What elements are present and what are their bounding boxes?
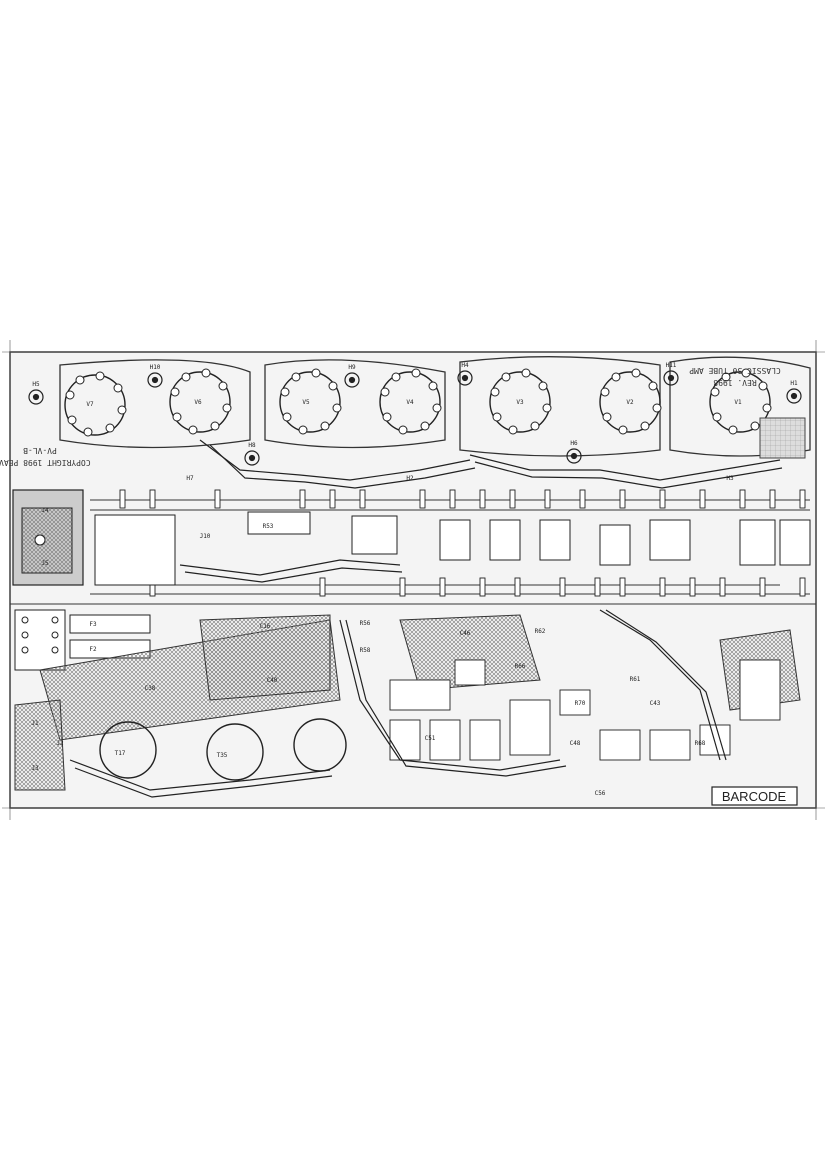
designator-c46: C46 [460,630,471,637]
designator-v3: V3 [516,399,524,406]
designator-v4: V4 [406,399,414,406]
component-row-middle [149,577,806,597]
designator-j5: J5 [41,560,49,567]
designator-h3: H3 [726,475,734,482]
designator-r53: R53 [263,523,274,530]
designator-r58: R58 [360,647,371,654]
designator-r66: R66 [515,663,526,670]
designator-h4: H4 [461,362,469,369]
connector-j4 [12,489,84,586]
designator-r62: R62 [535,628,546,635]
designator-f2: F2 [89,646,97,653]
tube-pins [65,368,772,437]
designator-h9: H9 [348,364,356,371]
ic-blocks [94,511,811,586]
designator-c16: C16 [260,623,271,630]
designator-v7: V7 [86,401,94,408]
designator-c40: C40 [267,677,278,684]
designator-h10: H10 [150,364,161,371]
barcode-label: BARCODE [722,789,787,804]
barcode-box [711,786,798,806]
board-id-text: CLASSIC 30 TUBE AMP [689,366,781,375]
mounting-holes [28,370,802,466]
tube-sockets [64,371,771,436]
part-number-text: PV-VL-B [23,446,57,455]
component-cluster-lower [389,659,781,761]
ground-mesh-pad [759,417,806,459]
designator-j4: J4 [41,507,49,514]
designator-h1: H1 [790,380,798,387]
tube-socket-region [59,356,811,457]
designator-h11: H11 [666,362,677,369]
designator-v2: V2 [626,399,634,406]
designator-h7: H7 [186,475,194,482]
designator-h6: H6 [570,440,578,447]
designator-v1: V1 [734,399,742,406]
designator-c43: C43 [650,700,661,707]
designator-f3: F3 [89,621,97,628]
designator-c51: C51 [425,735,436,742]
designator-c48: C48 [570,740,581,747]
designator-h8: H8 [248,442,256,449]
designator-t17: T17 [115,750,126,757]
designator-j3: J3 [31,765,39,772]
designator-v5: V5 [302,399,310,406]
designator-c38: C38 [145,685,156,692]
copyright-text: COPYRIGHT 1998 PEAVEY [0,458,91,467]
designator-v6: V6 [194,399,202,406]
designator-r56: R56 [360,620,371,627]
designator-j2: J2 [56,740,64,747]
designator-r61: R61 [630,676,641,683]
board-revision-text: REV. 1998 [713,378,757,387]
designator-h2: H2 [406,475,414,482]
designator-r68: R68 [695,740,706,747]
designator-j1: J1 [31,720,39,727]
component-row-upper [119,489,806,509]
designator-c56: C56 [595,790,606,797]
designator-j10: J10 [200,533,211,540]
designator-h5: H5 [32,381,40,388]
designator-r70: R70 [575,700,586,707]
signal-traces [69,439,783,798]
designator-t35: T35 [217,752,228,759]
